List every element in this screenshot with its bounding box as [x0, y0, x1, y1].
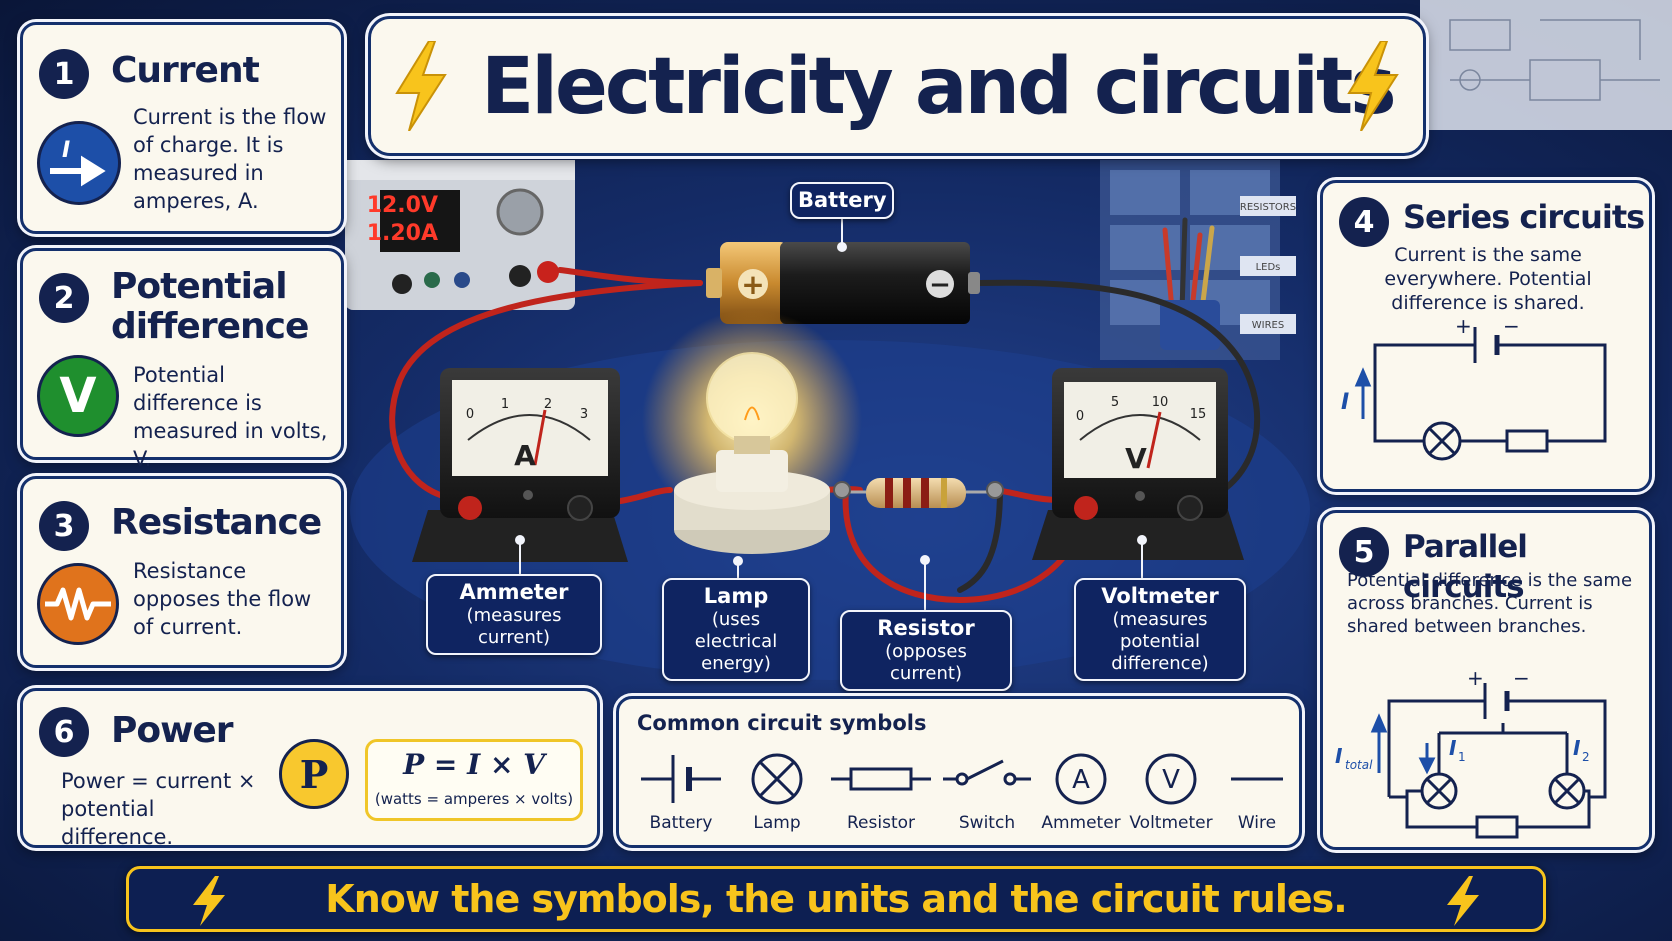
symbol-caption: Lamp: [753, 813, 801, 833]
power-card: 6 Power Power = current × potential diff…: [20, 688, 600, 849]
series-circuit-diagram: + − I: [1341, 319, 1607, 461]
card-title-line: difference: [111, 306, 309, 347]
voltmeter-tick: 15: [1190, 407, 1207, 422]
battery-plus-mark: +: [741, 268, 764, 301]
card-title: Resistance: [111, 502, 322, 543]
lightning-bolt-icon: [193, 876, 225, 926]
battery-symbol-icon: [641, 755, 721, 803]
voltmeter-label: Voltmeter(measures potential difference): [1074, 578, 1246, 681]
power-formula: P = I × V: [403, 748, 545, 781]
card-number: 1: [39, 49, 89, 99]
psu-voltage-readout: 12.0V: [367, 193, 438, 218]
card-number: 5: [1339, 527, 1389, 577]
card-text: Current is the flow of charge. It is mea…: [133, 105, 327, 213]
card-text: Power = current × potential difference.: [61, 769, 256, 849]
voltmeter-tick: 10: [1152, 395, 1169, 410]
ammeter-tick: 0: [466, 407, 474, 422]
card-text: Current is the same everywhere. Potentia…: [1384, 244, 1592, 314]
power-formula-units: (watts = amperes × volts): [374, 790, 574, 808]
voltmeter-face-letter: V: [1125, 442, 1147, 475]
lamp-symbol-icon: [751, 753, 803, 805]
symbol-caption: Ammeter: [1041, 813, 1121, 833]
total-current-subscript: total: [1345, 758, 1373, 772]
lightning-bolt-icon: [1347, 41, 1399, 131]
ammeter-symbol-letter: A: [1072, 765, 1090, 795]
card-title: Power: [111, 710, 234, 751]
symbols-row: A V: [641, 753, 1283, 805]
voltmeter-symbol-icon: [1145, 753, 1197, 805]
drawer-label: LEDs: [1256, 262, 1281, 273]
series-circuits-card: 4 Series circuits Current is the same ev…: [1320, 180, 1652, 492]
parallel-circuit-diagram: + − I total I 1 I 2: [1335, 666, 1607, 839]
switch-symbol-icon: [943, 759, 1031, 786]
symbol-caption: Voltmeter: [1129, 813, 1213, 833]
branch2-current-subscript: 2: [1582, 750, 1590, 764]
drawer-label: RESISTORS: [1240, 202, 1296, 213]
power-p-icon: P: [279, 739, 349, 809]
circuit-symbols-panel: Common circuit symbols A V Battery Lamp …: [616, 696, 1302, 848]
svg-text:I: I: [62, 138, 70, 163]
current-direction-arrow-icon: [1370, 713, 1388, 773]
lightning-bolt-icon: [395, 41, 447, 131]
card-number: 3: [39, 501, 89, 551]
voltmeter-tick: 5: [1111, 395, 1119, 410]
symbol-caption: Battery: [649, 813, 713, 833]
resistor-label: Resistor(opposes current): [840, 610, 1012, 691]
branch1-current-subscript: 1: [1458, 750, 1466, 764]
negative-terminal-label: −: [1503, 319, 1520, 338]
current-arrow-icon: I: [37, 121, 121, 205]
title-panel: Electricity and circuits: [368, 16, 1426, 156]
parallel-circuits-card: 5 Parallel circuits Potential difference…: [1320, 510, 1652, 850]
symbol-caption: Wire: [1237, 813, 1277, 833]
symbols-heading: Common circuit symbols: [637, 711, 927, 735]
banner-text: Know the symbols, the units and the circ…: [325, 877, 1347, 921]
card-text: Resistance opposes the flow of current.: [133, 559, 312, 639]
battery-minus-mark: −: [929, 270, 951, 300]
negative-terminal-label: −: [1513, 666, 1530, 690]
card-text: Potential difference is the same across …: [1347, 570, 1633, 637]
ammeter-face-letter: A: [514, 439, 536, 472]
positive-terminal-label: +: [1467, 666, 1484, 690]
resistor-zigzag-icon: [37, 563, 119, 645]
lightning-bolt-icon: [1447, 876, 1479, 926]
card-title: Current: [111, 50, 260, 91]
card-title: Parallel circuits: [1403, 529, 1528, 605]
current-direction-arrow-icon: [1354, 367, 1372, 419]
voltmeter-tick: 0: [1076, 409, 1084, 424]
card-number: 4: [1339, 197, 1389, 247]
branch1-current-label: I: [1449, 736, 1457, 760]
power-formula-box: P = I × V (watts = amperes × volts): [365, 739, 583, 821]
card-title: Series circuits: [1403, 198, 1645, 236]
ammeter-tick: 2: [544, 397, 552, 412]
branch-current-arrow-icon: [1418, 743, 1436, 775]
bottom-banner: Know the symbols, the units and the circ…: [126, 866, 1546, 932]
ammeter-tick: 1: [501, 397, 509, 412]
ammeter-label: Ammeter(measures current): [426, 574, 602, 655]
drawer-label: WIRES: [1252, 320, 1284, 331]
ammeter-symbol-icon: [1055, 753, 1107, 805]
symbol-caption: Resistor: [847, 813, 915, 833]
total-current-label: I: [1335, 744, 1343, 768]
card-number: 6: [39, 707, 89, 757]
page-title: Electricity and circuits: [481, 42, 1397, 132]
voltage-v-icon: V: [37, 355, 119, 437]
symbol-caption: Switch: [958, 813, 1016, 833]
positive-terminal-label: +: [1455, 319, 1472, 338]
lamp-label: Lamp(uses electrical energy): [662, 578, 810, 681]
card-title-line: Potential: [111, 266, 288, 307]
resistor-symbol-icon: [831, 767, 931, 791]
card-number: 2: [39, 273, 89, 323]
resistance-card: 3 Resistance Resistance opposes the flow…: [20, 476, 344, 668]
psu-current-readout: 1.20A: [367, 221, 438, 246]
branch2-current-label: I: [1573, 736, 1581, 760]
card-text: Potential difference is measured in volt…: [133, 363, 328, 471]
voltmeter-symbol-letter: V: [1162, 765, 1180, 795]
ammeter-tick: 3: [580, 407, 588, 422]
potential-difference-card: 2 Potential difference V Potential diffe…: [20, 248, 344, 471]
current-label: I: [1341, 390, 1349, 415]
current-card: 1 Current I Current is the flow of charg…: [20, 22, 344, 234]
battery-label: Battery: [790, 182, 894, 219]
